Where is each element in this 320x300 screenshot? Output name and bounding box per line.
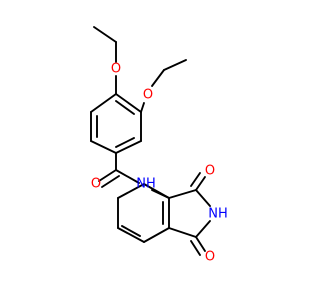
bond-carbonyl-n bbox=[115, 169, 140, 184]
bond-iso-c5-c6 bbox=[117, 183, 145, 199]
bond-carbonyl-o-1 bbox=[98, 169, 117, 182]
bond-ethyl2-ch2-o bbox=[151, 69, 165, 87]
bonds bbox=[90, 26, 211, 256]
bond-imide-c1-top bbox=[168, 189, 197, 199]
bond-ring-inner-2 bbox=[115, 137, 135, 148]
atom-o-ethoxy-meta: O bbox=[143, 88, 153, 103]
atom-o-ethoxy-para: O bbox=[111, 62, 121, 77]
atom-n-imide: NH bbox=[208, 207, 228, 222]
atom-n-amide: NH bbox=[136, 177, 156, 192]
bond-imide-bottom-n bbox=[195, 220, 211, 238]
bond-ring-c1-c2 bbox=[115, 93, 142, 113]
atom-labels: O O O NH O NH O bbox=[91, 62, 228, 265]
bond-ethyl2-ch3-ch2 bbox=[163, 59, 187, 71]
bond-ring-c6-c1 bbox=[90, 93, 117, 113]
bond-imide-bottom-o-2 bbox=[190, 240, 201, 256]
bond-o-ring-c2 bbox=[140, 102, 145, 113]
bond-imide-top-o-2 bbox=[190, 172, 201, 187]
atom-o-imide-top: O bbox=[205, 164, 215, 179]
bond-imide-top-n bbox=[195, 189, 211, 207]
bond-carbonyl-o-2 bbox=[101, 175, 120, 188]
structure-canvas: O O O NH O NH O bbox=[90, 26, 228, 265]
bond-ring-c4-c5 bbox=[90, 140, 117, 154]
bond-iso-c3-c4 bbox=[117, 227, 145, 243]
bond-ring-inner-1 bbox=[115, 100, 135, 115]
bond-iso-c2-c3 bbox=[143, 227, 170, 243]
bond-imide-top-o-1 bbox=[195, 176, 206, 191]
bond-iso-c6-c1 bbox=[143, 183, 170, 199]
atom-o-carbonyl-amide: O bbox=[91, 177, 101, 192]
bond-iso-inner-2 bbox=[121, 225, 141, 237]
atom-o-imide-bottom: O bbox=[205, 250, 215, 265]
bond-ethyl1-ch3-ch2 bbox=[93, 26, 117, 43]
bond-imide-c2-bottom bbox=[168, 227, 197, 238]
bond-ring-c3-c4 bbox=[115, 140, 142, 154]
molecule-diagram: O O O NH O NH O bbox=[90, 26, 228, 265]
bond-imide-bottom-o-1 bbox=[195, 236, 206, 252]
